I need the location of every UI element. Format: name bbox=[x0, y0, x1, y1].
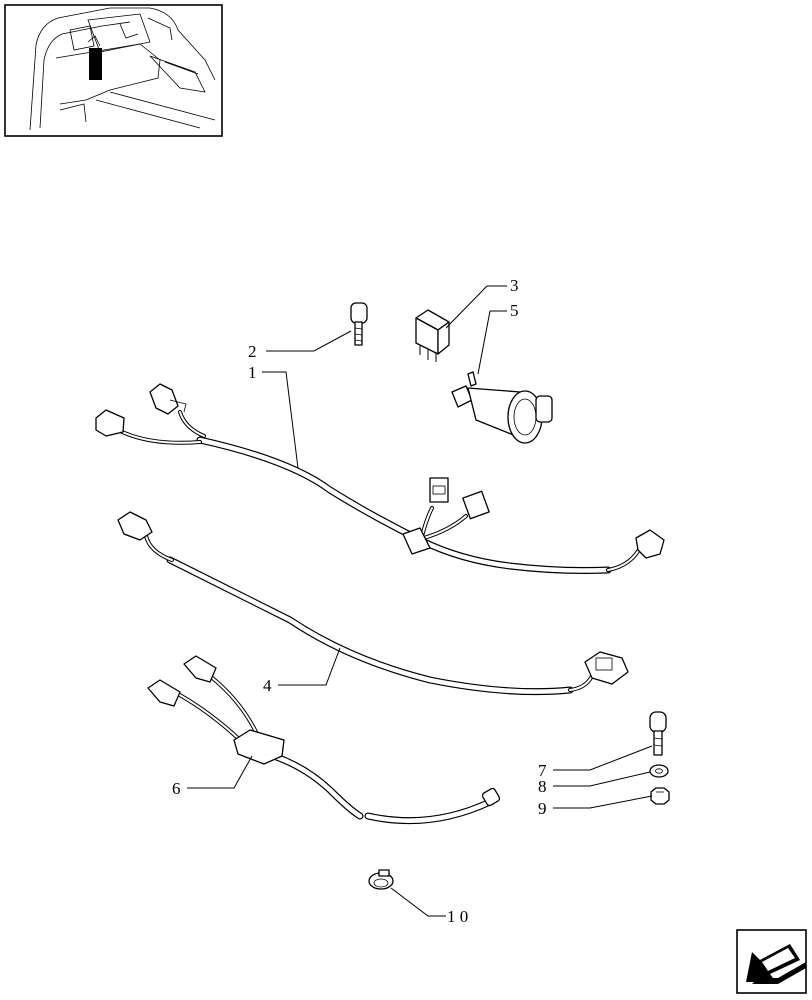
part-nut-9 bbox=[650, 787, 670, 805]
location-thumbnail bbox=[4, 4, 223, 137]
back-arrow-icon bbox=[746, 944, 806, 984]
part-washer-8 bbox=[649, 764, 669, 778]
callout-8: 8 bbox=[538, 777, 547, 796]
part-bolt-2 bbox=[350, 302, 368, 346]
part-bolt-7 bbox=[649, 711, 667, 756]
leader-lines bbox=[187, 285, 653, 917]
callout-5: 5 bbox=[510, 301, 519, 320]
part-clamp-10 bbox=[368, 869, 394, 890]
highlighted-component-marker bbox=[89, 48, 102, 80]
callout-7: 7 bbox=[538, 761, 547, 780]
back-arrow-button[interactable] bbox=[736, 929, 807, 994]
callout-1: 1 bbox=[248, 363, 257, 382]
part-harness-1 bbox=[95, 383, 665, 574]
part-harness-6 bbox=[147, 655, 501, 825]
callout-10: 1 0 bbox=[447, 907, 468, 926]
callout-9: 9 bbox=[538, 799, 547, 818]
part-relay-3 bbox=[415, 309, 450, 362]
part-harness-4 bbox=[117, 511, 629, 696]
callout-2: 2 bbox=[248, 342, 257, 361]
callout-labels: 2 1 3 5 4 6 7 8 9 1 0 bbox=[172, 276, 547, 926]
callout-3: 3 bbox=[510, 276, 519, 295]
part-socket-5 bbox=[451, 371, 553, 444]
callout-6: 6 bbox=[172, 779, 181, 798]
tractor-cab-location-icon bbox=[29, 7, 216, 131]
callout-4: 4 bbox=[263, 676, 272, 695]
